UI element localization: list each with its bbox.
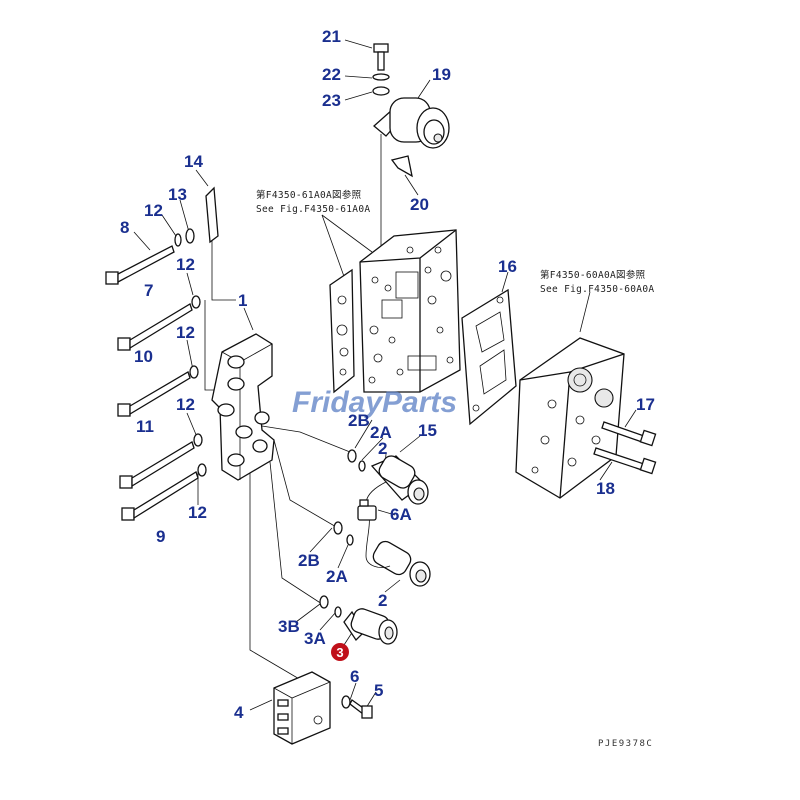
bolt-9-shape (121, 471, 199, 521)
ref-note-a-line2: See Fig.F4350-61A0A (256, 204, 370, 215)
washer-6-shape (341, 695, 351, 709)
solenoid-19-shape (373, 97, 450, 149)
callout-16[interactable]: 16 (498, 257, 517, 276)
washer-12c-shape (189, 365, 199, 379)
right-valve-assembly-shape (515, 337, 625, 499)
ref-note-b-line2: See Fig.F4350-60A0A (540, 284, 654, 295)
bolt-17-shape (601, 421, 657, 447)
callout-14[interactable]: 14 (184, 152, 203, 171)
bolt-8-shape (105, 245, 175, 285)
solenoid-valve-2-lower-shape (372, 540, 431, 587)
callout-13[interactable]: 13 (168, 185, 187, 204)
callout-3A[interactable]: 3A (304, 629, 326, 648)
callout-7[interactable]: 7 (144, 281, 153, 300)
washer-12d-shape (193, 433, 203, 447)
callout-2A-lower[interactable]: 2A (326, 567, 348, 586)
callout-11[interactable]: 11 (136, 417, 154, 436)
callout-1[interactable]: 1 (238, 291, 247, 310)
valve-body-shape (359, 229, 461, 393)
callout-12d[interactable]: 12 (176, 395, 195, 414)
callout-21[interactable]: 21 (322, 27, 341, 46)
callout-9[interactable]: 9 (156, 527, 165, 546)
bolt-10-shape (117, 371, 191, 417)
callout-2B-lower[interactable]: 2B (298, 551, 320, 570)
washer-12e-shape (197, 463, 207, 477)
callout-4[interactable]: 4 (234, 703, 244, 722)
washer-23-shape (372, 86, 390, 96)
callout-17[interactable]: 17 (636, 395, 655, 414)
bracket-14-shape (205, 186, 219, 244)
washer-13-shape (185, 228, 195, 244)
bracket-4-shape (273, 671, 331, 745)
washer-12-shape (174, 233, 182, 247)
bolt-5-shape (349, 699, 373, 719)
callout-18[interactable]: 18 (596, 479, 615, 498)
gasket-left-shape (329, 268, 355, 394)
watermark-text: FridayParts (292, 386, 457, 419)
callout-15[interactable]: 15 (418, 421, 437, 440)
callout-12a[interactable]: 12 (144, 201, 163, 220)
callout-10[interactable]: 10 (134, 347, 153, 366)
callout-6[interactable]: 6 (350, 667, 359, 686)
washer-12b-shape (191, 295, 201, 309)
callout-6A[interactable]: 6A (390, 505, 412, 524)
o-rings-shape (319, 449, 366, 618)
callout-19[interactable]: 19 (432, 65, 451, 84)
callout-23[interactable]: 23 (322, 91, 341, 110)
assembly-lines (204, 134, 382, 691)
drawing-code: PJE9378C (598, 739, 653, 749)
bolt-21-shape (373, 43, 389, 71)
highlight-marker[interactable] (331, 643, 349, 661)
bolt-7-shape (117, 303, 193, 351)
callout-labels: 21 22 23 19 20 14 13 12 8 12 7 1 12 10 1… (120, 27, 655, 722)
callout-2A-upper[interactable]: 2A (370, 423, 392, 442)
callout-2B-upper[interactable]: 2B (348, 411, 370, 430)
ref-note-a-line1: 第F4350-61A0A図参照 (256, 189, 362, 201)
bolt-11-shape (119, 441, 195, 489)
solenoid-valve-2-upper-shape (370, 455, 429, 505)
callout-20[interactable]: 20 (410, 195, 429, 214)
washer-22-shape (372, 73, 390, 81)
bolt-18-shape (593, 447, 657, 475)
callout-12b[interactable]: 12 (176, 255, 195, 274)
valve-block-1-shape (211, 333, 275, 481)
callout-2-upper[interactable]: 2 (378, 439, 387, 458)
leader-lines (133, 39, 637, 711)
gasket-16-shape (461, 288, 517, 426)
callout-22[interactable]: 22 (322, 65, 341, 84)
ref-note-b-line1: 第F4350-60A0A図参照 (540, 269, 646, 281)
callout-3B[interactable]: 3B (278, 617, 300, 636)
callout-8[interactable]: 8 (120, 218, 129, 237)
callout-12c[interactable]: 12 (176, 323, 195, 342)
callout-3[interactable]: 3 (336, 645, 343, 660)
callout-2-lower[interactable]: 2 (378, 591, 387, 610)
harness-6A-shape (357, 481, 391, 568)
callout-12e[interactable]: 12 (188, 503, 207, 522)
solenoid-valve-3-shape (343, 608, 398, 645)
callout-5[interactable]: 5 (374, 681, 383, 700)
clip-20-shape (390, 155, 413, 178)
